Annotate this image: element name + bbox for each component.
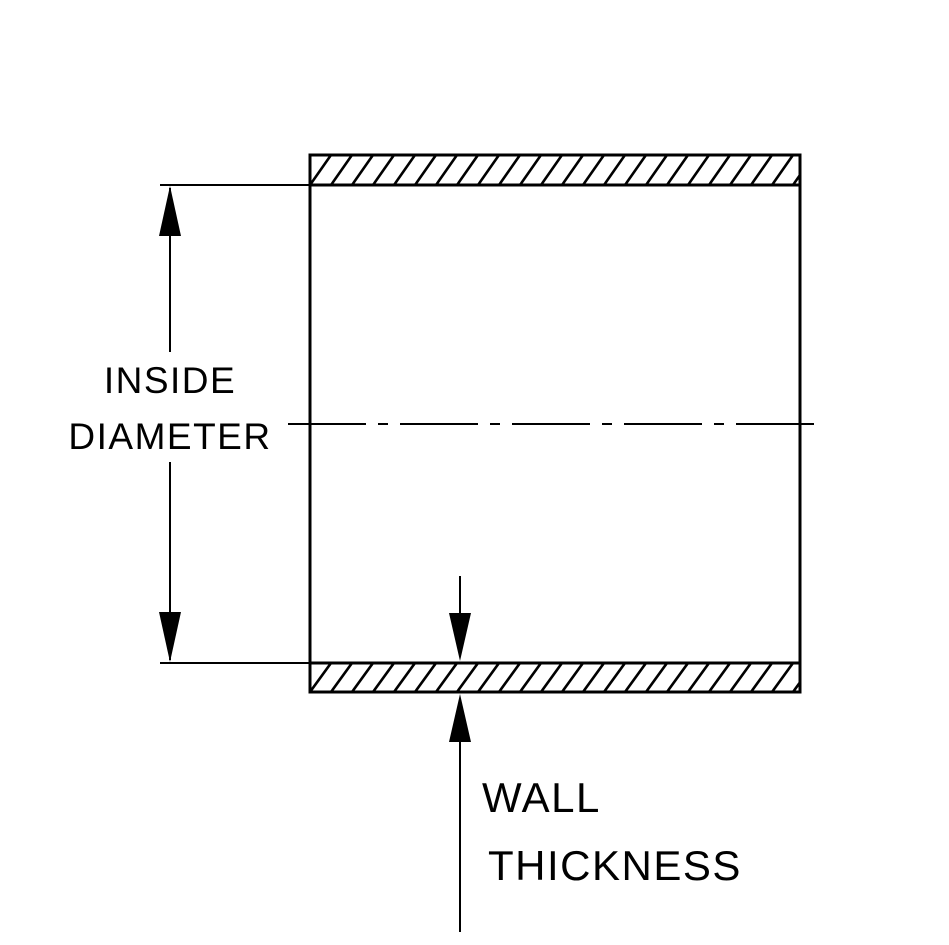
top-wall-hatch <box>310 155 800 185</box>
wall-thickness-label-line2: THICKNESS <box>488 842 742 889</box>
wall-thickness-label-line1: WALL <box>482 774 601 821</box>
arrow-up-to-wall-icon <box>449 694 471 742</box>
bottom-wall-hatch <box>310 663 800 692</box>
arrow-down-to-wall-icon <box>449 613 471 661</box>
arrow-up-icon <box>159 186 181 236</box>
arrow-down-icon <box>159 612 181 662</box>
inside-diameter-label-line2: DIAMETER <box>68 416 271 457</box>
inside-diameter-label-line1: INSIDE <box>104 360 236 401</box>
